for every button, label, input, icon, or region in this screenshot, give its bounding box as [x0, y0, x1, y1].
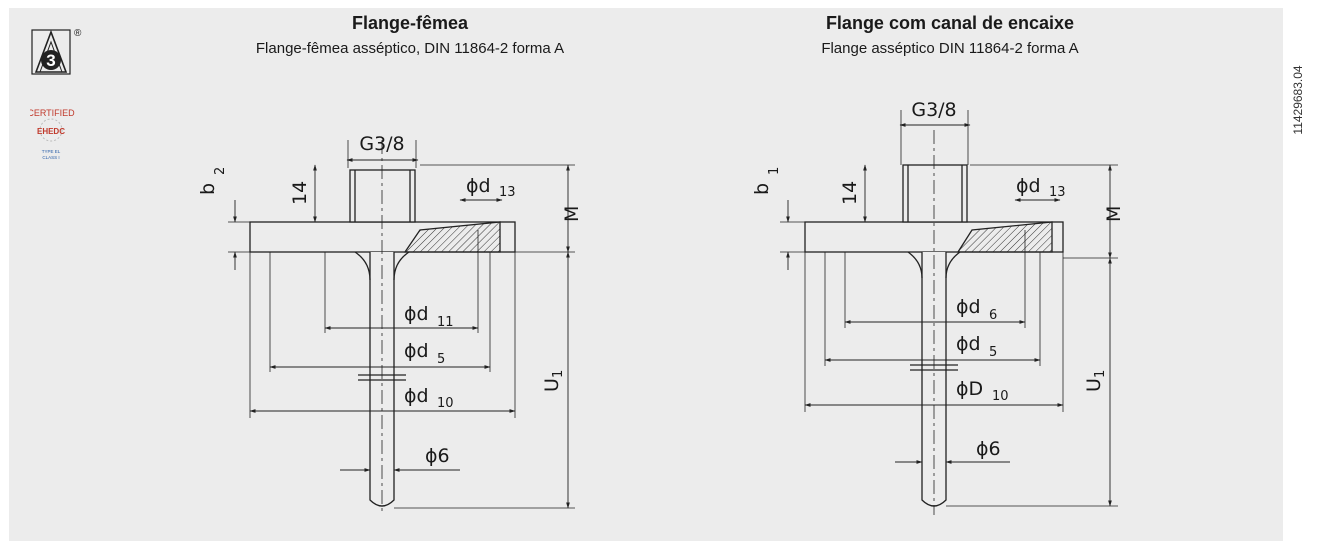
ehedc-class-text: CLASS I [42, 155, 59, 160]
panel-1-thread-label: G3/8 [359, 133, 404, 155]
thread-nipple [349, 169, 416, 223]
panel-2-d5-label: ϕd [956, 333, 981, 355]
logos: 3 ® CERTIFIED EHEDC TYPE EL CLASS I [30, 28, 82, 160]
panel-2-D10-sub: 10 [992, 389, 1009, 404]
panel-1-d11-sub: 11 [437, 315, 454, 330]
panel-2-subtitle: Flange asséptico DIN 11864-2 forma A [821, 40, 1079, 57]
panel-2-D10-label: ϕD [956, 378, 983, 400]
ehedc-type-text: TYPE EL [42, 149, 61, 154]
panel-1-b-label: b [197, 183, 219, 195]
panel-2-b-sub: 1 [767, 167, 782, 175]
panel-2-h14-label: 14 [839, 181, 861, 205]
a3-logo: 3 ® [31, 28, 82, 75]
panel-1-M-label: M [561, 206, 583, 222]
panel-1-d13-sub: 13 [499, 185, 516, 200]
panel-1-U-sub: 1 [551, 370, 566, 378]
panel-2-U-sub: 1 [1093, 370, 1108, 378]
panel-1-d10-label: ϕd [404, 385, 429, 407]
panel-2-d6-sub: 6 [989, 308, 997, 323]
flange-section-hatch [956, 221, 1053, 253]
panel-2-thread-label: G3/8 [911, 99, 956, 121]
panel-1-title: Flange-fêmea [351, 13, 469, 33]
panel-2-d13-sub: 13 [1049, 185, 1066, 200]
panel-2-title: Flange com canal de encaixe [825, 13, 1075, 33]
panel-2-d13-label: ϕd [1016, 175, 1041, 197]
registered-mark: ® [74, 28, 82, 39]
panel-1-U-label: U [541, 378, 563, 392]
panel-2-d6-sublabel: ϕd [956, 296, 981, 318]
svg-text:3: 3 [46, 51, 55, 70]
drawing-sheet [9, 8, 1283, 541]
panel-1-h14-label: 14 [289, 181, 311, 205]
panel-1-b-sub: 2 [213, 167, 228, 175]
panel-1-d11-label: ϕd [404, 303, 429, 325]
ehedc-logo: CERTIFIED EHEDC TYPE EL CLASS I [30, 108, 75, 160]
panel-1-subtitle: Flange-fêmea asséptico, DIN 11864-2 form… [255, 40, 565, 57]
panel-2-U-label: U [1083, 378, 1105, 392]
panel-1-d13-label: ϕd [466, 175, 491, 197]
flange-section-hatch [403, 221, 501, 253]
panel-1-d6-label: ϕ6 [425, 445, 450, 467]
panel-2-d6-label: ϕ6 [976, 438, 1001, 460]
ehedc-certified-text: CERTIFIED [30, 108, 75, 118]
panel-2-M-label: M [1103, 206, 1125, 222]
panel-2-b-label: b [751, 183, 773, 195]
panel-1-d10-sub: 10 [437, 396, 454, 411]
thread-nipple [902, 164, 968, 223]
panel-1-d5-sub: 5 [437, 352, 445, 367]
panel-1-d5-label: ϕd [404, 340, 429, 362]
panel-2-d5-sub: 5 [989, 345, 997, 360]
ehedc-brand-text: EHEDC [37, 127, 65, 136]
